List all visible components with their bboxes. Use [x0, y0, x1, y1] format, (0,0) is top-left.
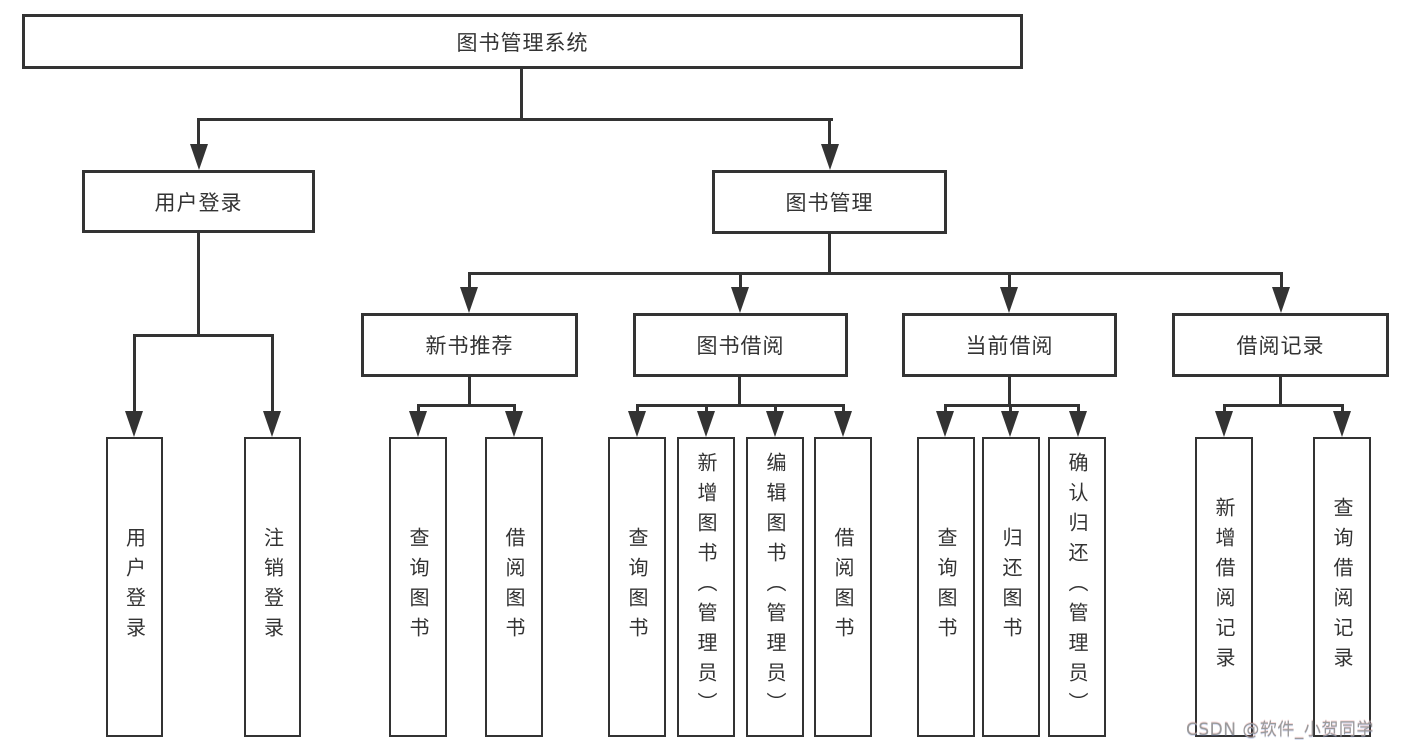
arrow-down-icon [1333, 411, 1351, 437]
leaf-return-book-label: 归还图书 [999, 527, 1023, 647]
leaf-user-login: 用户登录 [106, 437, 163, 737]
connector-line [944, 404, 947, 413]
arrow-down-icon [731, 287, 749, 313]
connector-line [739, 272, 742, 288]
connector-line [1223, 404, 1344, 407]
leaf-add-borrow-record: 新增借阅记录 [1195, 437, 1253, 737]
connector-line [828, 234, 831, 275]
arrow-down-icon [505, 411, 523, 437]
connector-line [417, 404, 420, 413]
connector-line [842, 404, 845, 413]
connector-line [417, 404, 516, 407]
node-root: 图书管理系统 [22, 14, 1023, 69]
leaf-query-books-borrow: 查询图书 [608, 437, 666, 737]
leaf-confirm-return-admin-label: 确认归还（管理员） [1065, 452, 1089, 722]
leaf-return-book: 归还图书 [982, 437, 1040, 737]
node-new-book-recommend-label: 新书推荐 [425, 334, 514, 358]
node-book-management-label: 图书管理 [785, 191, 874, 215]
leaf-query-books-recommend-label: 查询图书 [406, 527, 430, 647]
connector-line [1280, 272, 1283, 288]
leaf-query-borrow-record-label: 查询借阅记录 [1330, 497, 1354, 677]
node-book-borrow: 图书借阅 [633, 313, 848, 377]
arrow-down-icon [766, 411, 784, 437]
connector-line [1008, 377, 1011, 407]
leaf-borrow-books-label: 借阅图书 [831, 527, 855, 647]
arrow-down-icon [834, 411, 852, 437]
leaf-query-books-borrow-label: 查询图书 [625, 527, 649, 647]
leaf-borrow-books-recommend: 借阅图书 [485, 437, 543, 737]
node-user-login: 用户登录 [82, 170, 315, 233]
connector-line [197, 118, 200, 148]
connector-line [1008, 272, 1011, 288]
connector-line [1223, 404, 1226, 413]
leaf-query-borrow-record: 查询借阅记录 [1313, 437, 1371, 737]
connector-line [513, 404, 516, 413]
arrow-down-icon [697, 411, 715, 437]
arrow-down-icon [1272, 287, 1290, 313]
connector-line [705, 404, 708, 413]
connector-line [468, 272, 1283, 275]
leaf-logout-label: 注销登录 [260, 527, 285, 647]
connector-line [197, 118, 833, 121]
watermark: CSDN @软件_小贺同学 [1186, 720, 1374, 740]
leaf-query-books-current: 查询图书 [917, 437, 975, 737]
connector-line [828, 118, 831, 148]
node-borrow-records-label: 借阅记录 [1236, 334, 1325, 358]
leaf-add-book-admin-label: 新增图书（管理员） [694, 452, 718, 722]
connector-line [1341, 404, 1344, 413]
connector-line [1009, 404, 1012, 413]
leaf-user-login-label: 用户登录 [122, 527, 147, 647]
arrow-down-icon [1000, 287, 1018, 313]
arrow-down-icon [409, 411, 427, 437]
leaf-edit-book-admin-label: 编辑图书（管理员） [763, 452, 787, 722]
connector-line [944, 404, 1080, 407]
arrow-down-icon [190, 144, 208, 170]
node-book-borrow-label: 图书借阅 [696, 334, 785, 358]
connector-line [1279, 377, 1282, 407]
connector-line [1077, 404, 1080, 413]
connector-line [468, 272, 471, 288]
leaf-add-borrow-record-label: 新增借阅记录 [1212, 497, 1236, 677]
leaf-logout: 注销登录 [244, 437, 301, 737]
arrow-down-icon [460, 287, 478, 313]
arrow-down-icon [125, 411, 143, 437]
leaf-query-books-recommend: 查询图书 [389, 437, 447, 737]
leaf-query-books-current-label: 查询图书 [934, 527, 958, 647]
arrow-down-icon [821, 144, 839, 170]
arrow-down-icon [263, 411, 281, 437]
arrow-down-icon [936, 411, 954, 437]
leaf-add-book-admin: 新增图书（管理员） [677, 437, 735, 737]
node-user-login-label: 用户登录 [154, 190, 243, 215]
arrow-down-icon [1001, 411, 1019, 437]
arrow-down-icon [628, 411, 646, 437]
connector-line [774, 404, 777, 413]
leaf-confirm-return-admin: 确认归还（管理员） [1048, 437, 1106, 737]
node-new-book-recommend: 新书推荐 [361, 313, 578, 377]
arrow-down-icon [1069, 411, 1087, 437]
node-borrow-records: 借阅记录 [1172, 313, 1389, 377]
leaf-borrow-books: 借阅图书 [814, 437, 872, 737]
connector-line [738, 377, 741, 407]
connector-line [133, 334, 274, 337]
connector-line [271, 334, 274, 414]
connector-line [636, 404, 639, 413]
leaf-edit-book-admin: 编辑图书（管理员） [746, 437, 804, 737]
connector-line [133, 334, 136, 414]
connector-line [636, 404, 845, 407]
leaf-borrow-books-recommend-label: 借阅图书 [502, 527, 526, 647]
connector-line [520, 69, 523, 121]
connector-line [197, 233, 200, 337]
arrow-down-icon [1215, 411, 1233, 437]
connector-line [468, 377, 471, 407]
node-book-management: 图书管理 [712, 170, 947, 234]
node-current-borrow-label: 当前借阅 [965, 334, 1054, 358]
node-root-label: 图书管理系统 [456, 30, 589, 55]
node-current-borrow: 当前借阅 [902, 313, 1117, 377]
